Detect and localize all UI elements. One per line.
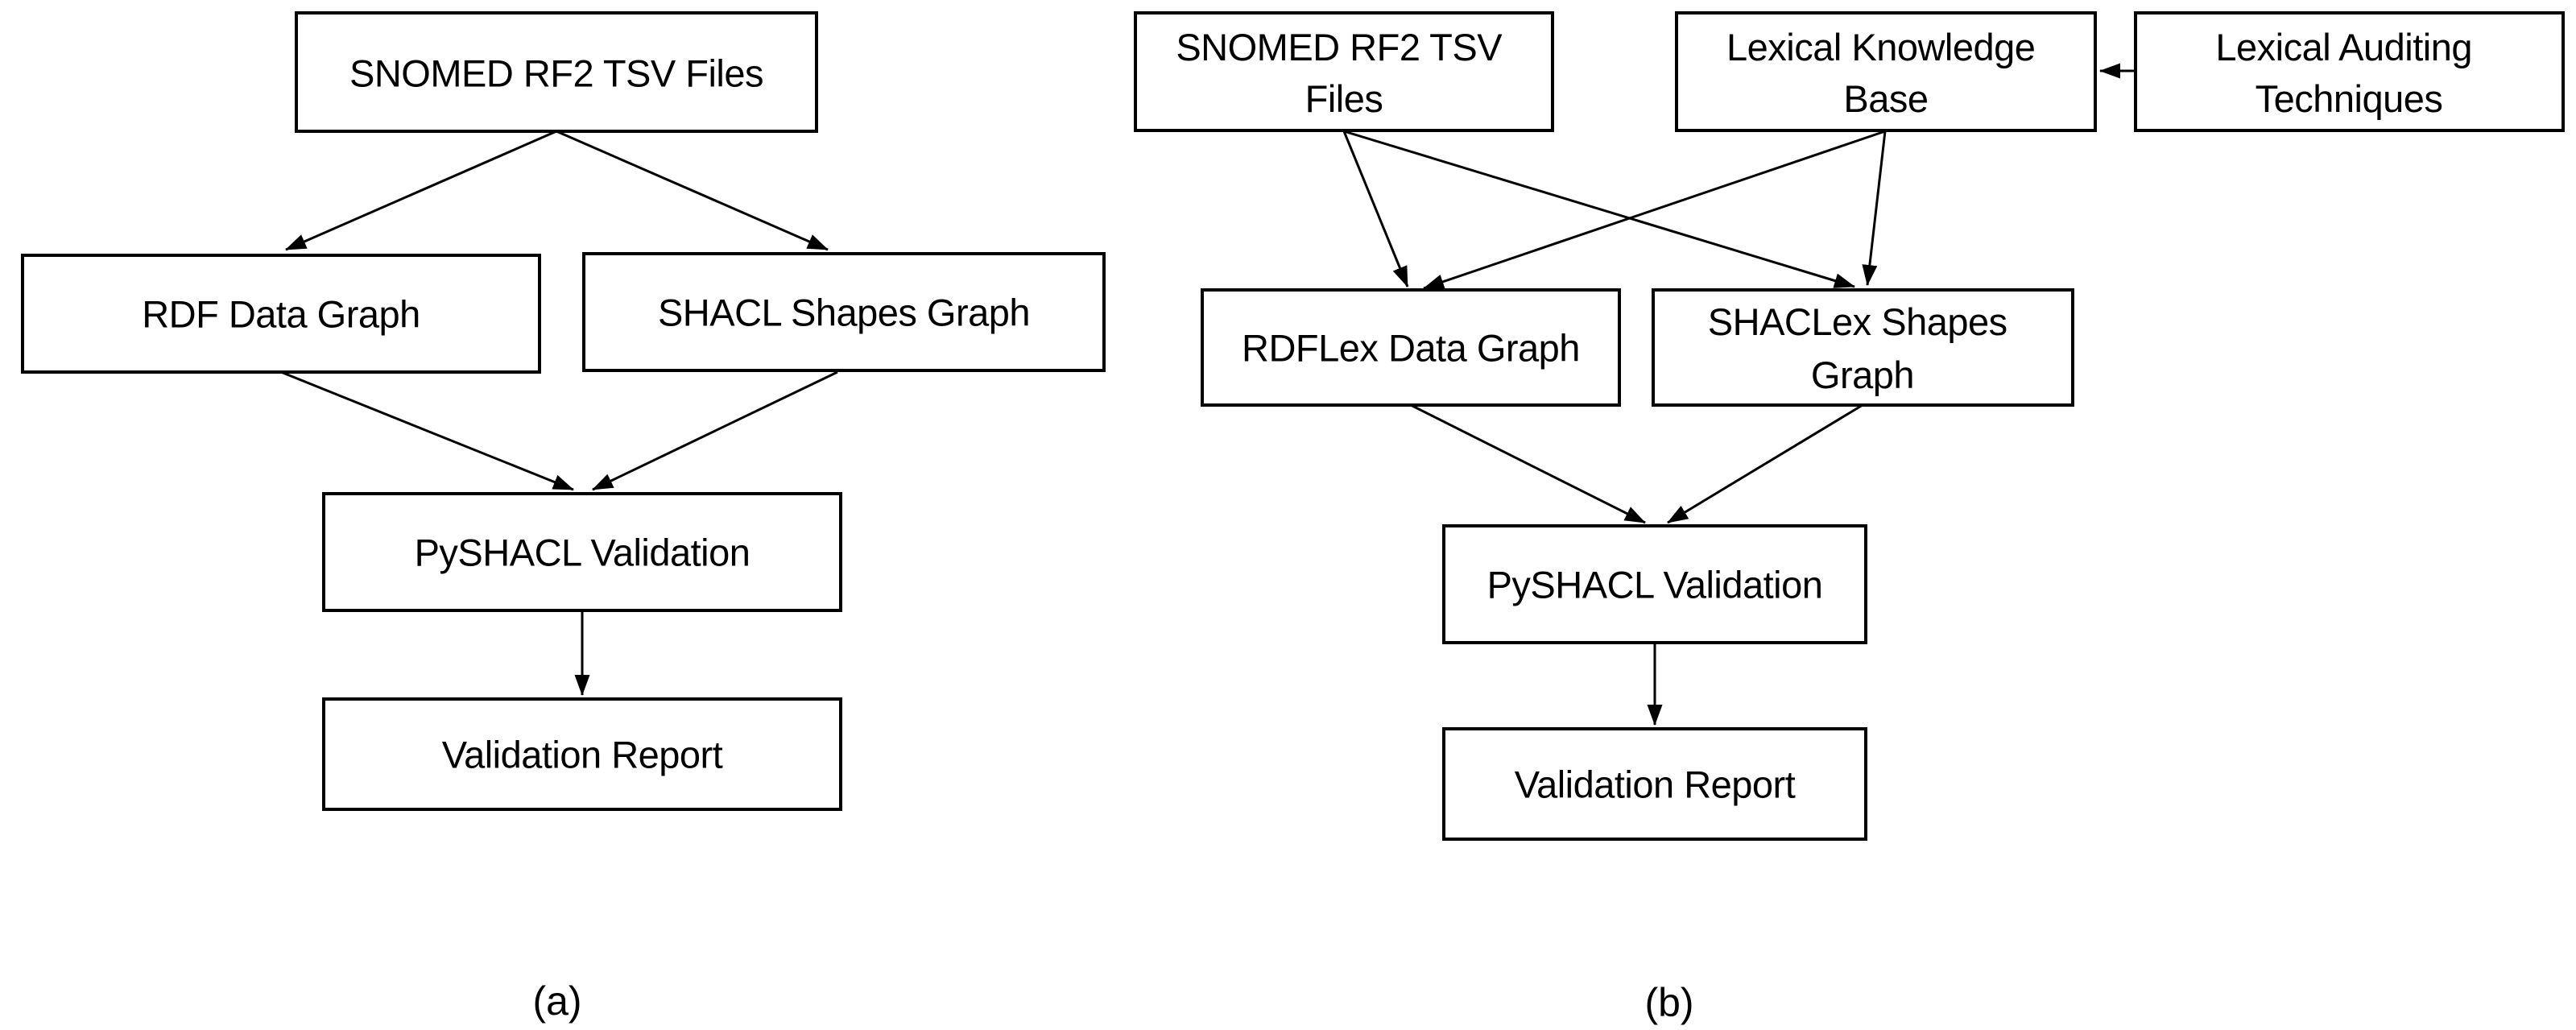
node-b-validation-report: Validation Report xyxy=(1442,727,1867,841)
node-b-rdflex-data-graph: RDFLex Data Graph xyxy=(1201,288,1621,407)
node-a-snomed-rf2-tsv-files: SNOMED RF2 TSV Files xyxy=(295,11,818,133)
node-a-shacl-label: SHACL Shapes Graph xyxy=(658,292,1030,334)
edge-b-rdflex-to-pyshacl xyxy=(1410,403,1646,524)
node-a-shacl-shapes-graph: SHACL Shapes Graph xyxy=(582,252,1106,372)
node-a-snomed-label: SNOMED RF2 TSV Files xyxy=(349,52,763,95)
node-b-rdflex-box xyxy=(1201,288,1621,407)
sublabel-a: (a) xyxy=(532,978,581,1024)
diagram-a: SNOMED RF2 TSV Files RDF Data Graph SHAC… xyxy=(21,11,1106,1024)
node-b-auditing-label: Lexical Auditing Techniques xyxy=(2215,26,2482,120)
node-b-snomed-label: SNOMED RF2 TSV Files xyxy=(1176,26,1511,120)
node-b-report-box xyxy=(1442,727,1867,841)
node-b-pyshacl-box xyxy=(1442,524,1867,644)
node-b-shaclex-box xyxy=(1652,288,2074,407)
node-a-pyshacl-validation: PySHACL Validation xyxy=(322,492,842,612)
node-b-snomed-box xyxy=(1134,11,1554,132)
edge-b-snomed-to-shaclex xyxy=(1343,130,1855,288)
node-b-auditing-box xyxy=(2134,11,2565,132)
edge-a-snomed-to-shacl xyxy=(556,130,829,251)
node-a-snomed-box xyxy=(295,11,818,133)
edge-b-lkb-to-shaclex xyxy=(1862,130,1887,286)
node-a-rdf-box xyxy=(21,254,541,374)
edge-b-snomed-to-rdflex xyxy=(1342,130,1409,287)
diagram-b: SNOMED RF2 TSV Files Lexical Knowledge B… xyxy=(1134,11,2565,1025)
edge-b-lkb-to-rdflex xyxy=(1423,130,1886,290)
node-b-shaclex-label: SHACLex Shapes Graph xyxy=(1708,300,2017,396)
node-b-lexical-auditing-techniques: Lexical Auditing Techniques xyxy=(2134,11,2565,132)
node-a-report-box xyxy=(322,697,842,811)
node-b-lkb-box xyxy=(1675,11,2097,132)
node-a-validation-report: Validation Report xyxy=(322,697,842,811)
node-b-pyshacl-validation: PySHACL Validation xyxy=(1442,524,1867,644)
edge-a-shacl-to-pyshacl xyxy=(592,370,838,491)
node-b-pyshacl-label: PySHACL Validation xyxy=(1487,564,1823,606)
edge-b-shaclex-to-pyshacl xyxy=(1667,403,1863,524)
node-b-lkb-label: Lexical Knowledge Base xyxy=(1726,26,2045,120)
node-b-rdflex-label: RDFLex Data Graph xyxy=(1242,327,1580,370)
node-b-snomed-rf2-tsv-files: SNOMED RF2 TSV Files xyxy=(1134,11,1554,132)
node-a-shacl-box xyxy=(582,252,1106,372)
node-a-pyshacl-box xyxy=(322,492,842,612)
node-b-report-label: Validation Report xyxy=(1515,763,1796,806)
node-a-rdf-label: RDF Data Graph xyxy=(142,293,420,336)
node-a-rdf-data-graph: RDF Data Graph xyxy=(21,254,541,374)
edge-a-rdf-to-pyshacl xyxy=(280,370,574,491)
node-b-shaclex-shapes-graph: SHACLex Shapes Graph xyxy=(1652,288,2074,407)
node-a-report-label: Validation Report xyxy=(442,734,723,776)
node-b-lexical-knowledge-base: Lexical Knowledge Base xyxy=(1675,11,2097,132)
sublabel-b: (b) xyxy=(1644,980,1693,1025)
node-a-pyshacl-label: PySHACL Validation xyxy=(415,532,750,574)
edge-a-snomed-to-rdf xyxy=(285,130,557,251)
